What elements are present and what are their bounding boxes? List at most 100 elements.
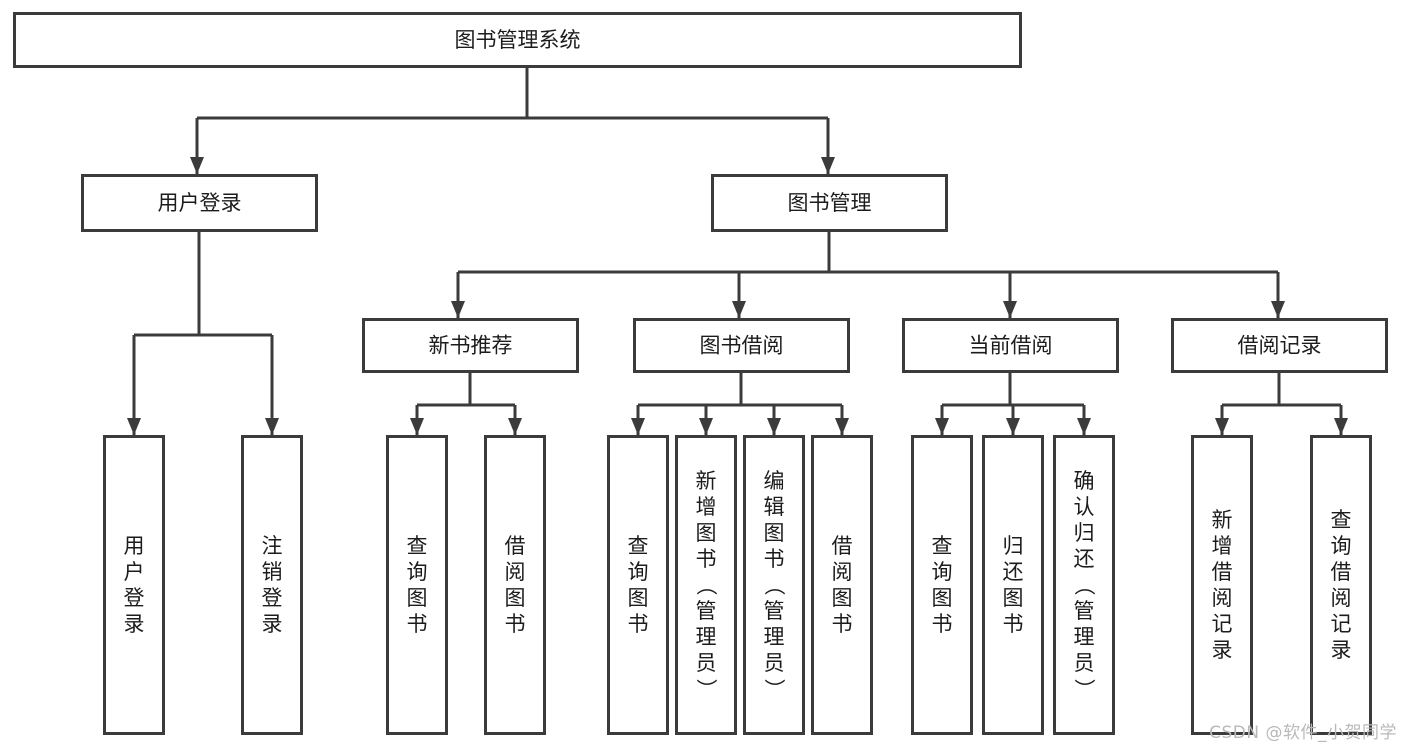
node-label: 当前借阅 <box>969 334 1053 358</box>
node-box[interactable] <box>1310 435 1372 735</box>
node-label-char: 书 <box>1003 612 1024 636</box>
node-label-char: 理 <box>764 625 785 649</box>
node-label-char: 辑 <box>764 495 785 519</box>
node-label-char: 图 <box>764 521 785 545</box>
node-label-char: 阅 <box>1212 586 1233 610</box>
node-label-char: 借 <box>1212 560 1233 584</box>
node-label-char: 图 <box>628 586 649 610</box>
node-label-char: 书 <box>407 612 428 636</box>
arrow-head-icon <box>631 418 645 435</box>
node-new-book-rec[interactable]: 新书推荐 <box>362 318 579 373</box>
arrow-head-icon <box>1003 301 1017 318</box>
node-box[interactable] <box>1171 318 1388 373</box>
node-root[interactable]: 图书管理系统 <box>13 12 1022 68</box>
node-box[interactable] <box>811 435 873 735</box>
arrow-head-icon <box>1077 418 1091 435</box>
node-box[interactable] <box>362 318 579 373</box>
arrow-head-icon <box>451 301 465 318</box>
node-label-char: 图 <box>932 586 953 610</box>
node-label-char: 还 <box>1003 560 1024 584</box>
node-label-char: 借 <box>832 534 853 558</box>
node-label-char: 书 <box>505 612 526 636</box>
node-box[interactable] <box>103 435 165 735</box>
node-label-char: 图 <box>832 586 853 610</box>
node-box[interactable] <box>607 435 669 735</box>
arrow-head-icon <box>835 418 849 435</box>
node-book-borrow[interactable]: 图书借阅 <box>633 318 850 373</box>
node-label-char: 理 <box>1074 625 1095 649</box>
node-label-char: 书 <box>628 612 649 636</box>
connector-book-borrow-to-leaves <box>631 373 849 435</box>
node-label-char: 阅 <box>832 560 853 584</box>
node-label-char: 员 <box>764 651 785 675</box>
node-label-char: 认 <box>1074 495 1095 519</box>
connector-user-login-to-leaves <box>127 232 279 435</box>
node-label-char: 新 <box>1212 508 1233 532</box>
node-label-char: 编 <box>764 469 785 493</box>
node-label: 新书推荐 <box>429 334 513 358</box>
node-box[interactable] <box>911 435 973 735</box>
arrow-head-icon <box>127 418 141 435</box>
node-box[interactable] <box>1053 435 1115 735</box>
arrow-head-icon <box>732 301 746 318</box>
node-box[interactable] <box>675 435 737 735</box>
node-box[interactable] <box>711 174 948 232</box>
node-label-char: 阅 <box>505 560 526 584</box>
node-label-char: （ <box>762 575 786 596</box>
node-box[interactable] <box>902 318 1119 373</box>
node-box[interactable] <box>1191 435 1253 735</box>
connector-layer <box>127 68 1348 435</box>
node-label-char: 新 <box>696 469 717 493</box>
node-box[interactable] <box>484 435 546 735</box>
node-leaf-user-login[interactable]: 用户登录 <box>103 435 165 735</box>
node-box[interactable] <box>81 174 318 232</box>
node-label-char: 还 <box>1074 547 1095 571</box>
node-book-manage[interactable]: 图书管理 <box>711 174 948 232</box>
node-box[interactable] <box>982 435 1044 735</box>
node-label-char: 询 <box>1331 534 1352 558</box>
node-label-char: 登 <box>124 586 145 610</box>
arrow-head-icon <box>1215 418 1229 435</box>
node-box[interactable] <box>633 318 850 373</box>
node-box[interactable] <box>13 12 1022 68</box>
node-label-char: 增 <box>1212 534 1233 558</box>
node-box[interactable] <box>386 435 448 735</box>
arrow-head-icon <box>190 157 204 174</box>
node-user-login[interactable]: 用户登录 <box>81 174 318 232</box>
node-label-char: 理 <box>696 625 717 649</box>
node-label-char: 归 <box>1003 534 1024 558</box>
node-label-char: 录 <box>124 612 145 636</box>
node-label-char: （ <box>694 575 718 596</box>
node-label-char: 归 <box>1074 521 1095 545</box>
node-label-char: 查 <box>1331 508 1352 532</box>
connector-book-manage-to-level2 <box>451 232 1285 318</box>
node-label-char: 记 <box>1212 612 1233 636</box>
node-box[interactable] <box>241 435 303 735</box>
node-label: 用户登录 <box>158 191 242 215</box>
node-label: 图书管理 <box>788 191 872 215</box>
node-current-borrow[interactable]: 当前借阅 <box>902 318 1119 373</box>
node-label-char: 借 <box>505 534 526 558</box>
node-borrow-record[interactable]: 借阅记录 <box>1171 318 1388 373</box>
node-box[interactable] <box>743 435 805 735</box>
node-label-char: 销 <box>262 560 283 584</box>
node-label-char: 录 <box>1331 638 1352 662</box>
node-label-char: 查 <box>932 534 953 558</box>
node-label-char: 书 <box>764 547 785 571</box>
node-label-char: 图 <box>407 586 428 610</box>
node-label-char: 询 <box>407 560 428 584</box>
node-label-char: 户 <box>124 560 145 584</box>
